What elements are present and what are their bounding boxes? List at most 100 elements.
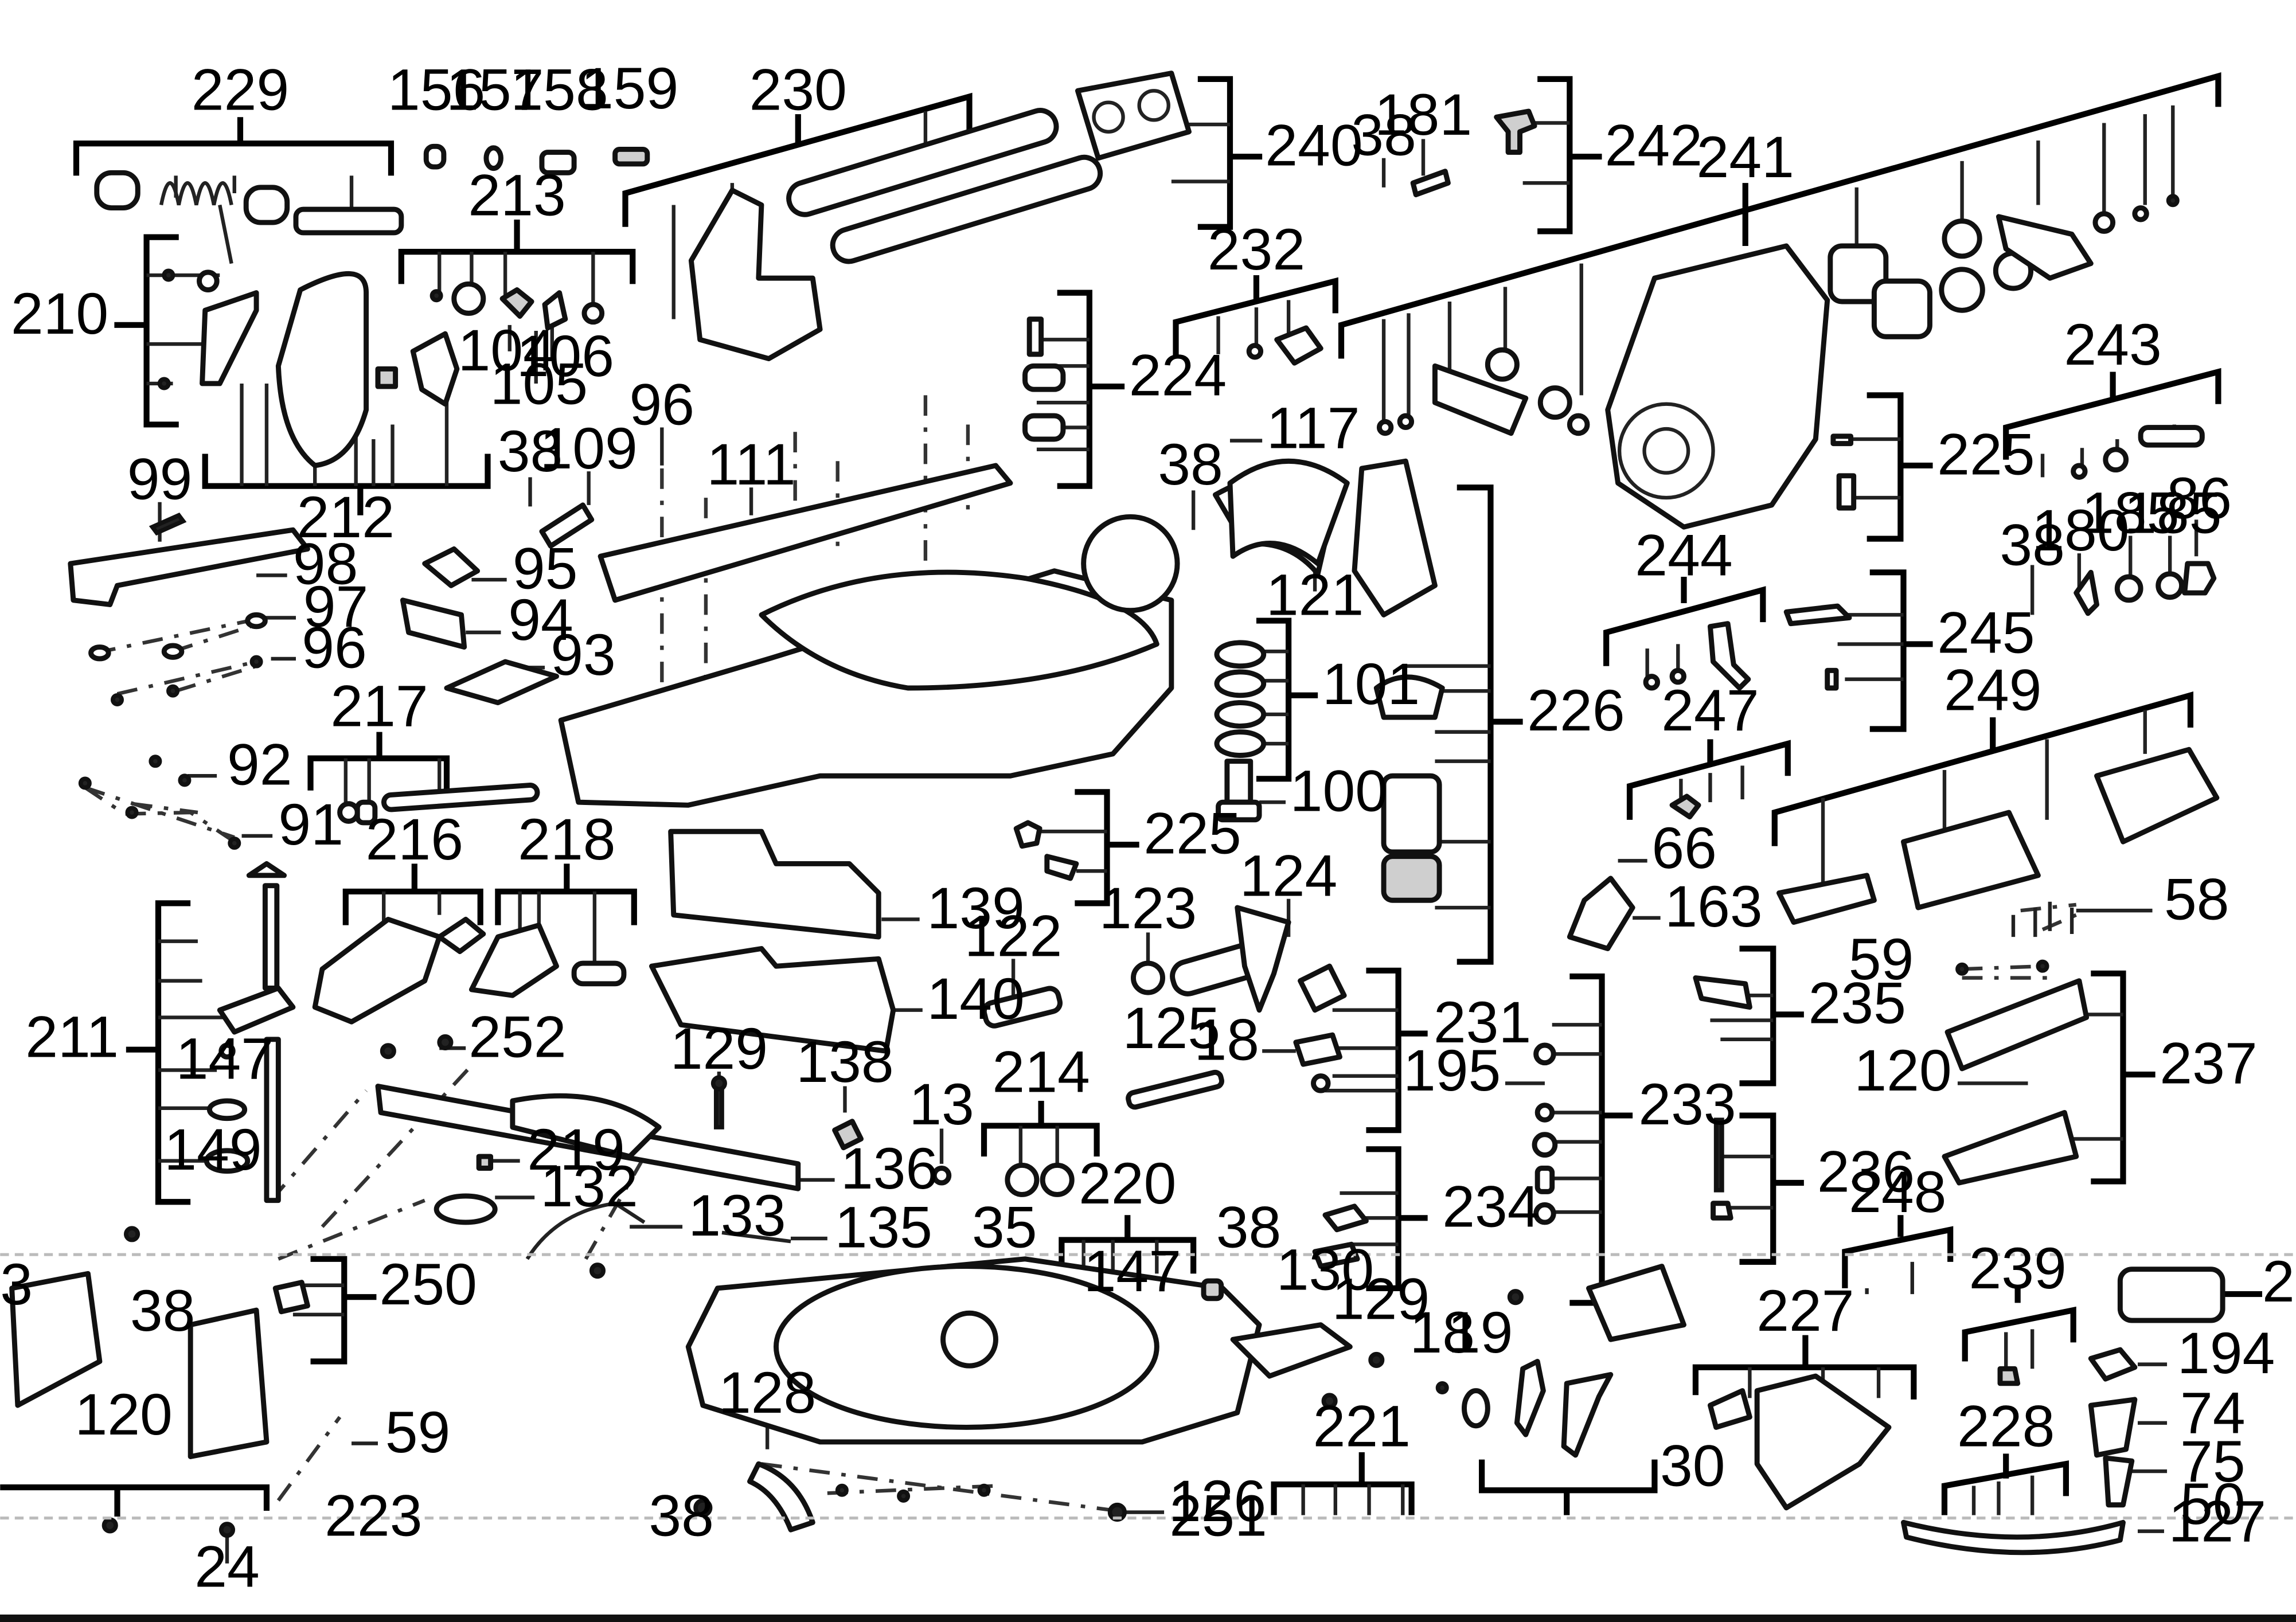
part-label-225: 225 [1937, 421, 2035, 487]
part-label-75: 75 [2180, 1429, 2246, 1494]
part-label-228: 228 [1957, 1394, 2055, 1459]
part-label-38: 38 [498, 419, 563, 484]
scan-tear-band [0, 1253, 2296, 1520]
part-label-123: 123 [1099, 876, 1197, 941]
part-label-181: 181 [1375, 82, 1472, 147]
part-label-104: 104 [458, 318, 555, 383]
part-label-229: 229 [192, 57, 289, 122]
part-label-138: 138 [796, 1029, 893, 1095]
part-label-93: 93 [550, 622, 616, 687]
part-label-24: 24 [194, 1534, 260, 1600]
part-label-128: 128 [719, 1360, 816, 1425]
part-label-158: 158 [510, 57, 608, 122]
part-number-labels: 229 156 157 158 159 230 240 38 181 242 2… [0, 56, 2296, 1600]
part-label-241: 241 [1697, 124, 1794, 190]
part-label-50: 50 [2180, 1471, 2246, 1537]
part-label-226: 226 [1527, 678, 1625, 743]
part-label-243: 243 [2064, 312, 2161, 377]
leader-lines [0, 72, 2263, 1564]
part-label-212: 212 [297, 484, 395, 550]
part-label-194: 194 [2177, 1320, 2275, 1386]
part-label-94: 94 [508, 587, 573, 652]
part-label-249: 249 [1944, 657, 2041, 722]
part-label-252: 252 [468, 1004, 566, 1069]
part-label-132: 132 [540, 1154, 638, 1219]
part-label-250: 250 [380, 1252, 477, 1317]
part-label-38: 38 [649, 1483, 714, 1548]
part-label-91: 91 [278, 792, 343, 857]
part-label-220: 220 [1079, 1151, 1176, 1216]
part-label-210: 210 [11, 281, 108, 346]
part-label-149: 149 [164, 1117, 261, 1182]
part-label-223: 223 [325, 1483, 422, 1548]
part-label-106: 106 [517, 323, 614, 389]
part-label-248: 248 [1849, 1159, 1946, 1225]
part-label-217: 217 [330, 673, 428, 738]
part-label-185: 185 [2082, 480, 2179, 545]
part-label-133: 133 [688, 1183, 786, 1248]
part-label-117: 117 [1267, 395, 1360, 460]
part-label-231: 231 [1434, 990, 1531, 1055]
part-label-156: 156 [388, 57, 485, 122]
part-label-105: 105 [490, 351, 588, 417]
bottom-border-bar [0, 1615, 2296, 1622]
part-label-238: 238 [2262, 1249, 2296, 1314]
part-label-38: 38 [130, 1278, 196, 1343]
part-label-38: 38 [1158, 432, 1223, 497]
part-label-59: 59 [1849, 927, 1914, 992]
part-label-13: 13 [909, 1072, 974, 1137]
part-label-111: 111 [706, 432, 795, 497]
part-label-245: 245 [1937, 600, 2035, 666]
part-label-159: 159 [581, 56, 678, 121]
part-label-227: 227 [1756, 1278, 1854, 1343]
part-label-232: 232 [1208, 217, 1305, 282]
part-label-99: 99 [127, 447, 193, 512]
part-label-124: 124 [1240, 843, 1337, 909]
part-label-147: 147 [1084, 1238, 1181, 1304]
part-label-66: 66 [1651, 815, 1717, 881]
part-label-3: 3 [0, 1252, 33, 1317]
part-label-127: 127 [2169, 1489, 2266, 1554]
part-label-120: 120 [1854, 1038, 1951, 1103]
part-label-247: 247 [1661, 678, 1759, 743]
part-label-244: 244 [1635, 522, 1732, 588]
part-label-235: 235 [1809, 971, 1906, 1036]
part-label-97: 97 [303, 574, 369, 639]
part-label-109: 109 [540, 416, 637, 481]
part-label-129: 129 [670, 1016, 768, 1081]
part-label-121: 121 [1266, 562, 1364, 627]
part-label-214: 214 [992, 1039, 1090, 1105]
part-label-236: 236 [1817, 1139, 1915, 1204]
part-label-59: 59 [385, 1400, 451, 1465]
part-label-251: 251 [1169, 1483, 1267, 1548]
part-label-219: 219 [527, 1117, 624, 1182]
part-label-35: 35 [972, 1194, 1037, 1260]
part-label-240: 240 [1265, 113, 1362, 178]
part-label-234: 234 [1442, 1174, 1540, 1240]
part-label-19: 19 [1448, 1300, 1513, 1365]
part-label-122: 122 [965, 903, 1062, 968]
part-label-157: 157 [446, 57, 544, 122]
part-label-218: 218 [518, 807, 615, 872]
part-label-195: 195 [1403, 1038, 1501, 1103]
part-label-230: 230 [749, 57, 847, 122]
part-label-136: 136 [841, 1136, 938, 1201]
part-label-74: 74 [2180, 1381, 2246, 1446]
part-label-163: 163 [1665, 874, 1762, 939]
part-label-58: 58 [2164, 866, 2229, 932]
part-label-242: 242 [1605, 113, 1703, 178]
part-label-96: 96 [302, 615, 367, 680]
part-label-225: 225 [1143, 801, 1241, 866]
part-label-18: 18 [1194, 1007, 1259, 1073]
part-label-130: 130 [1276, 1237, 1374, 1302]
part-label-38: 38 [1351, 103, 1416, 168]
part-label-140: 140 [927, 966, 1024, 1031]
part-label-237: 237 [2160, 1030, 2257, 1096]
part-label-30: 30 [1660, 1433, 1725, 1499]
part-label-38: 38 [1216, 1194, 1282, 1260]
part-label-96: 96 [630, 372, 695, 437]
part-label-120: 120 [75, 1382, 172, 1447]
part-label-239: 239 [1969, 1236, 2066, 1301]
part-label-38: 38 [2000, 513, 2065, 578]
